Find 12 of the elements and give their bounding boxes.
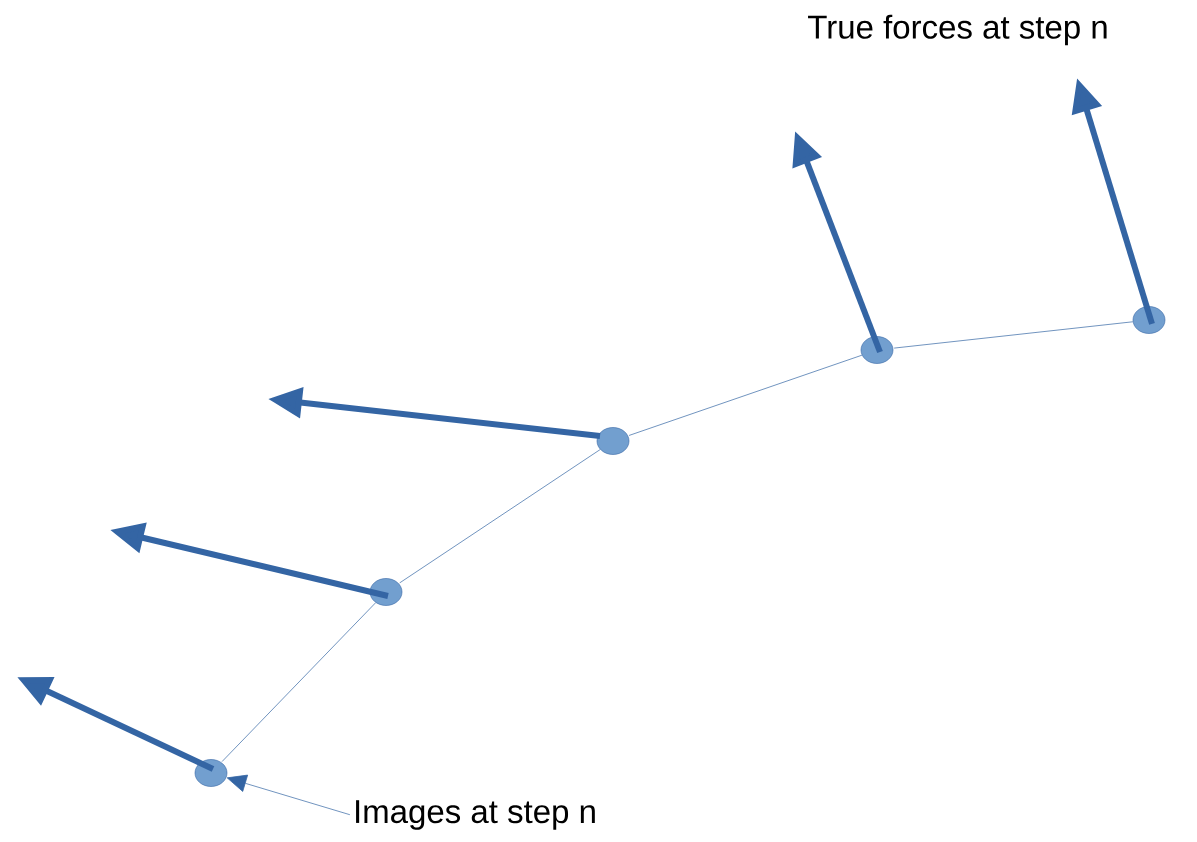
image-circle <box>860 336 894 364</box>
chain-line <box>399 449 601 584</box>
image-circle <box>1132 306 1166 334</box>
caption-text: Images at step n <box>356 800 595 830</box>
image-circle <box>194 759 228 787</box>
chain-line <box>893 321 1134 349</box>
image-circle <box>369 578 403 606</box>
chain-line <box>628 354 863 436</box>
image-circle <box>596 427 630 455</box>
heading-text: True forces at step n <box>808 14 1107 46</box>
chain-line <box>221 602 377 762</box>
leader-line <box>226 774 351 816</box>
